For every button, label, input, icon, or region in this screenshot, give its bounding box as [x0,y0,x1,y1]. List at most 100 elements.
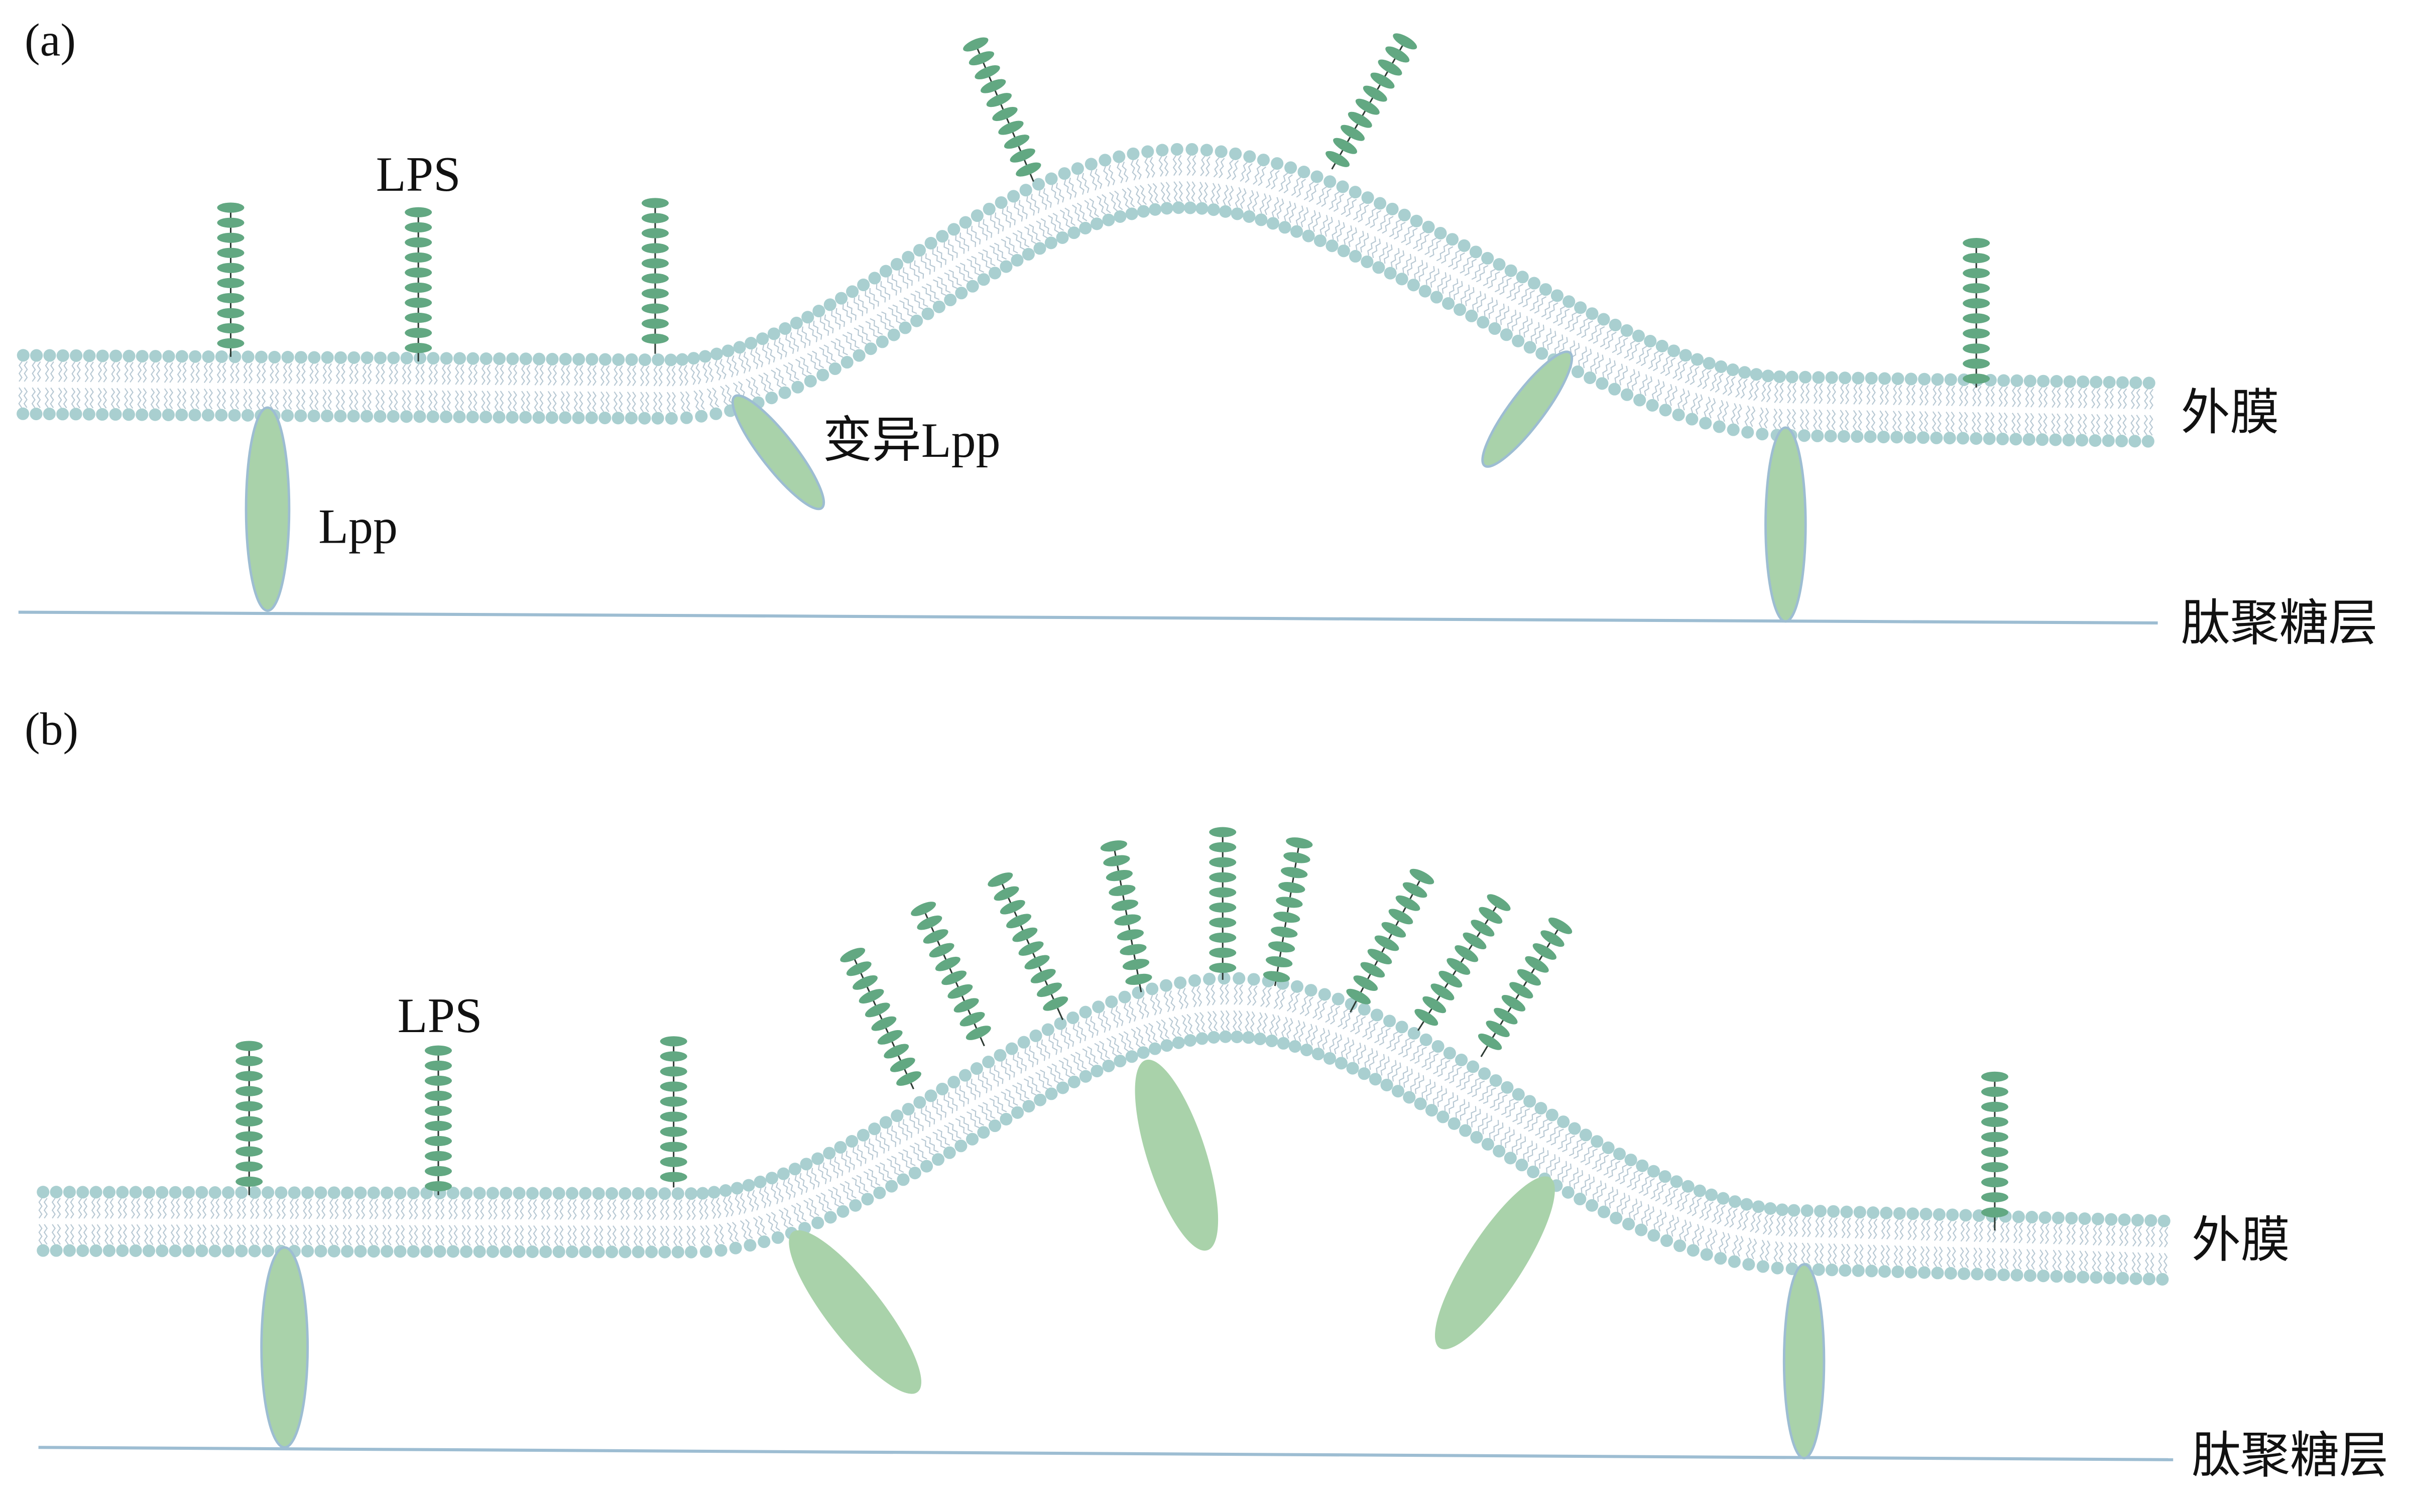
lipid-tails [876,281,906,324]
lipid-head [1465,309,1478,322]
lipid-head [102,1186,116,1199]
lipid-head [1102,1059,1115,1072]
lipid-head [924,236,937,249]
lipid-head [1523,1095,1536,1108]
lipid-head [899,321,912,334]
lps-sugar-unit [1517,969,1541,986]
lps-sugar-unit [1548,917,1573,934]
lipid-head [1971,1268,1984,1281]
lipid-head [1425,1104,1438,1117]
lipid-tails [1759,1214,1774,1262]
lipid-tails [1691,368,1712,415]
lipid-head [1277,1037,1290,1050]
lipid-tails [1918,385,1929,432]
lipid-tails [501,1199,511,1246]
lps-sugar-unit [1378,59,1402,76]
lipid-head [1493,1145,1506,1158]
lipid-head [651,412,664,425]
lipid-tails [534,364,544,412]
lipid-head [924,1089,937,1102]
lipid-head [936,1082,949,1095]
lipid-tails [170,1198,180,1245]
lipid-tails [528,1199,537,1246]
lipid-tails [1110,1005,1134,1052]
lipid-head [1113,150,1126,163]
lipid-head [1067,1075,1080,1088]
lipid-head [473,1245,486,1258]
lipid-head [37,1244,50,1257]
lipid-head [1586,307,1599,320]
lipid-head [1215,145,1228,158]
lps-sugar-unit [1981,1071,2008,1082]
lipid-tails [104,1198,114,1245]
lipid-tails [898,267,928,310]
lipid-tails [1772,383,1784,430]
lipid-head [902,250,915,264]
lipid-head [453,352,466,365]
lipid-head [1890,431,1903,444]
lps-sugar-unit [641,333,669,344]
lipid-tails [2051,387,2061,434]
lipid-head [1127,147,1140,160]
lipid-head [2115,434,2128,448]
lps-sugar-unit [1981,1177,2008,1188]
lps-sugar-unit [405,327,432,338]
lipid-tails [722,1195,739,1243]
lipid-head [526,1245,539,1258]
lps-sugar-unit [660,1051,687,1062]
lipid-head [1574,1192,1587,1206]
lipid-head [1418,285,1431,298]
lipid-head [1742,1258,1755,1271]
lps-sugar-unit [1385,46,1410,63]
lipid-head [1756,428,1769,441]
lipid-tails [990,212,1018,256]
lipid-tails [316,1198,326,1245]
lps-sugar-unit [1494,1007,1518,1025]
lps-sugar-unit [1363,85,1387,102]
lipid-head [327,1186,340,1199]
lipid-tails [1946,1220,1957,1268]
lipid-tails [402,363,412,411]
lipid-head [1727,423,1740,436]
lipid-head [1422,220,1435,233]
lipid-head [685,1245,698,1258]
lipid-tails [2024,387,2035,434]
lipid-head [765,392,778,405]
lipid-head [1608,383,1621,396]
lipid-head [2116,1272,2129,1285]
lipid-tails [1425,243,1454,288]
lps-sugar-unit [1266,956,1293,967]
lipid-head [30,407,43,421]
lipid-head [129,1244,142,1257]
lps-molecule [1981,1071,2008,1231]
lipid-head [1840,1205,1853,1218]
lps-sugar-unit [425,1166,452,1177]
lipid-head [262,1186,275,1199]
lipid-head [1983,432,1996,445]
lipid-head [1459,1124,1472,1137]
lipid-tails [887,1125,916,1169]
lipid-head [1195,202,1209,215]
lipid-tails [1233,984,1243,1032]
lps-sugar-unit [641,258,669,269]
lipid-head [500,1187,513,1200]
lipid-head [2023,1269,2036,1282]
lipid-head [2142,376,2155,390]
lipid-head [552,1245,565,1258]
lipid-head [2078,1212,2091,1225]
lps-sugar-unit [877,1030,903,1045]
lipid-head [632,1245,645,1258]
lipid-tails [1460,263,1489,306]
lipid-head [1481,251,1494,265]
lipid-head [341,1186,354,1199]
lipid-head [76,1244,89,1257]
lipid-tails [1519,294,1547,338]
lps-molecule [1100,840,1152,992]
lipid-tails [714,358,734,406]
panel-b-outer-membrane-label: 外膜 [2192,1213,2290,1268]
lps-sugar-unit [217,232,245,243]
lipid-tails [2079,1224,2089,1272]
lps-molecule [988,872,1068,1021]
lps-sugar-unit [911,902,936,916]
lps-sugar-unit [1463,932,1487,950]
